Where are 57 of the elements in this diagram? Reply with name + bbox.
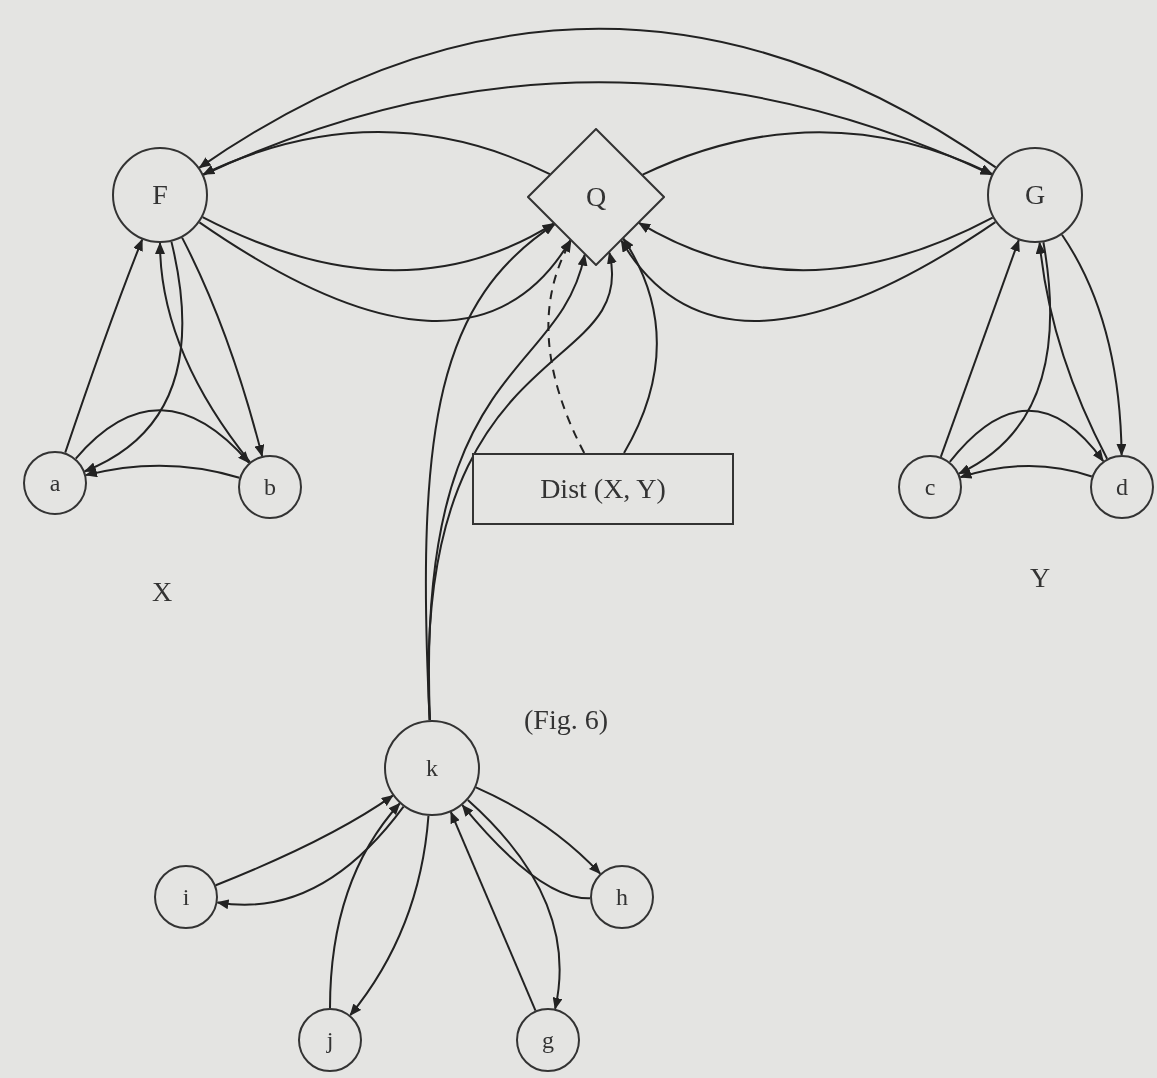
arrow	[449, 811, 537, 1012]
arrow	[74, 409, 251, 464]
arrow	[641, 131, 993, 176]
decision-diamond	[527, 128, 665, 266]
node-circle	[898, 455, 962, 519]
arrow	[638, 216, 994, 272]
node-label: h	[616, 883, 628, 911]
arrow	[474, 786, 602, 875]
arrow	[620, 221, 997, 322]
arrow	[958, 241, 1051, 475]
node-circle	[590, 865, 654, 929]
arrow	[155, 242, 251, 464]
arrow	[1061, 233, 1127, 456]
node-label: a	[49, 469, 61, 497]
node-circle	[1090, 455, 1154, 519]
arrow	[202, 131, 551, 176]
arrow	[214, 794, 394, 887]
arrow	[85, 464, 241, 479]
node-label: Q	[585, 181, 607, 213]
arrow	[428, 251, 616, 722]
node-label: F	[152, 179, 168, 211]
node-label: c	[924, 473, 936, 501]
node-circle	[238, 455, 302, 519]
arrow	[461, 804, 591, 900]
process-box	[472, 453, 734, 525]
node-circle	[516, 1008, 580, 1072]
arrow	[329, 802, 401, 1009]
arrow	[181, 236, 265, 457]
node-circle	[298, 1008, 362, 1072]
arrow	[216, 805, 405, 909]
arrow	[83, 240, 184, 473]
node-label: G	[1024, 179, 1046, 211]
arrow	[622, 237, 658, 454]
arrow	[198, 221, 572, 322]
node-circle	[23, 451, 87, 515]
node-label: b	[264, 473, 276, 501]
node-label: g	[542, 1026, 554, 1054]
node-label: k	[426, 754, 438, 782]
node-label: j	[326, 1026, 334, 1054]
arrow	[948, 409, 1105, 463]
arrow	[547, 239, 586, 454]
arrow	[959, 464, 1093, 479]
group-label: X	[151, 576, 173, 608]
arrow	[939, 239, 1020, 458]
group-label: Y	[1029, 562, 1051, 594]
arrow	[349, 814, 430, 1017]
arrow	[198, 27, 997, 169]
arrow	[1035, 241, 1109, 460]
figure-caption: (Fig. 6)	[524, 704, 608, 736]
node-circle	[384, 720, 480, 816]
arrow	[201, 216, 555, 272]
arrow	[466, 798, 562, 1010]
node-label: Dist (X, Y)	[540, 473, 666, 505]
arrow	[64, 238, 144, 454]
node-label: i	[182, 883, 190, 911]
node-circle	[154, 865, 218, 929]
node-label: d	[1116, 473, 1128, 501]
